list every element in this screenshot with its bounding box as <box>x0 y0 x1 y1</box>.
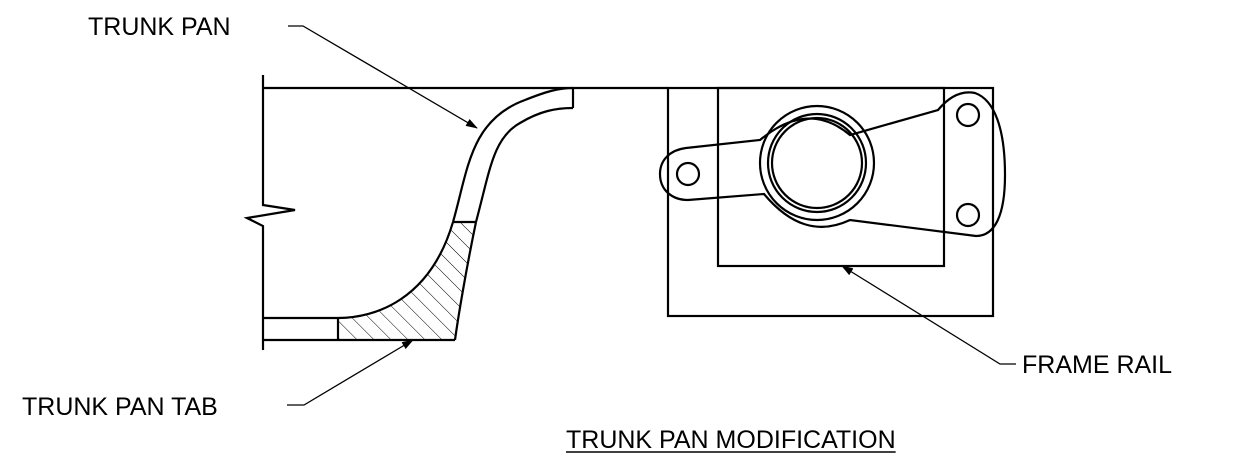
label-frame-rail: FRAME RAIL <box>1022 351 1172 379</box>
bracket-hole-top-right <box>955 102 981 128</box>
trunk-pan-tab-outline <box>337 221 478 341</box>
label-trunk-pan: TRUNK PAN <box>88 13 231 41</box>
bracket-hole-left <box>675 161 701 187</box>
leader-frame-rail <box>841 265 1016 365</box>
label-trunk-pan-tab: TRUNK PAN TAB <box>22 393 218 421</box>
diagram-title: TRUNK PAN MODIFICATION <box>566 426 896 454</box>
frame-rail-inner <box>716 86 946 268</box>
trunk-pan-tab <box>338 222 476 340</box>
bracket-bore-inner <box>770 116 864 210</box>
bracket-hole-bottom-right <box>955 202 981 228</box>
frame-rail-assembly <box>658 86 1007 318</box>
trunk-pan-inner-curve <box>474 106 574 223</box>
break-line <box>243 75 296 350</box>
trunk-pan-outer-curve <box>451 86 574 223</box>
bracket-plate <box>658 91 1007 238</box>
leader-trunk-pan <box>288 25 478 129</box>
bracket-bore-outer <box>758 104 876 222</box>
bracket-bore-mid <box>766 112 868 214</box>
leader-trunk-pan-tab <box>287 339 414 406</box>
